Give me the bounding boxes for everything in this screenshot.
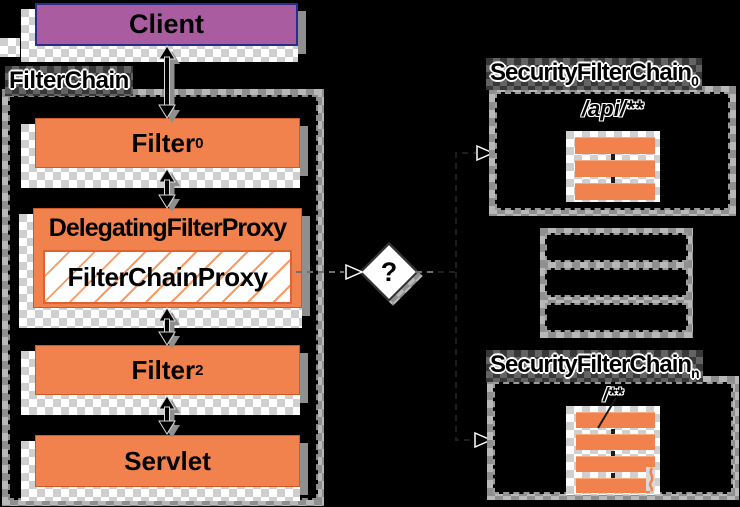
chainN-filter-bar [576, 478, 650, 493]
filterchain-title: FilterChain [5, 66, 133, 96]
chainN-filter-bar [576, 456, 655, 472]
chain0-filter-bar [575, 160, 655, 177]
bidirectional-arrow-icon [158, 307, 180, 349]
chainN-title-subscript: n [691, 364, 699, 381]
client-box: Client [35, 3, 298, 46]
chain0-title: SecurityFilterChain0 [486, 58, 702, 90]
ellipsis-dot [611, 177, 615, 183]
chain0-filter-bar [575, 183, 655, 200]
ellipsis-dot [611, 429, 615, 434]
filter2-label: Filter [131, 354, 196, 385]
filter0-subscript: 0 [195, 134, 204, 152]
chainN-title: SecurityFilterChainn [486, 350, 703, 382]
squiggle-mark-icon [646, 467, 655, 492]
bidirectional-arrow-icon [158, 395, 180, 438]
elbow-to-chainN [455, 272, 475, 441]
chain0-title-text: SecurityFilterChain [490, 59, 692, 86]
servlet-box: Servlet [35, 435, 300, 487]
diamond-arrowhead-icon [345, 263, 364, 281]
ellipsis-dot [611, 473, 615, 478]
elbow-to-chain0 [438, 152, 477, 273]
decision-question-label: ? [380, 257, 398, 287]
bidirectional-arrow-icon [158, 45, 180, 123]
placeholder-chain-box [545, 268, 688, 297]
client-label: Client [128, 9, 204, 39]
chain0-url-pattern: /api/** [581, 96, 644, 121]
chainN-arrowhead-icon [474, 431, 493, 449]
chainN-url-pattern: /** [602, 385, 624, 406]
filter-chain-proxy-label: FilterChainProxy [67, 261, 268, 292]
servlet-label: Servlet [124, 445, 211, 476]
chainN-filter-bar [576, 434, 655, 450]
filter0-dfp-arrow [150, 168, 190, 212]
bidirectional-arrow-icon [158, 168, 180, 212]
filter-chain-proxy-box: FilterChainProxy [43, 250, 292, 304]
shadow-patch [0, 38, 20, 57]
chain0-filter-bar [575, 137, 655, 154]
placeholder-chain-box [545, 303, 688, 332]
client-filter0-arrow [150, 45, 190, 123]
filter2-subscript: 2 [195, 361, 204, 379]
chain0-arrowhead-icon [476, 144, 495, 162]
pattern-leader-line [597, 397, 617, 429]
dfp-filter2-arrow [150, 307, 190, 349]
chainN-title-text: SecurityFilterChain [490, 351, 692, 378]
chain0-title-subscript: 0 [691, 72, 699, 89]
ellipsis-dot [611, 154, 615, 160]
ellipsis-dot [611, 451, 615, 456]
delegating-filter-proxy-label: DelegatingFilterProxy [48, 214, 287, 242]
placeholder-chain-box [545, 233, 688, 262]
filter0-label: Filter [131, 127, 196, 158]
chainN-filter-bar [576, 412, 655, 428]
filter2-servlet-arrow [150, 395, 190, 438]
